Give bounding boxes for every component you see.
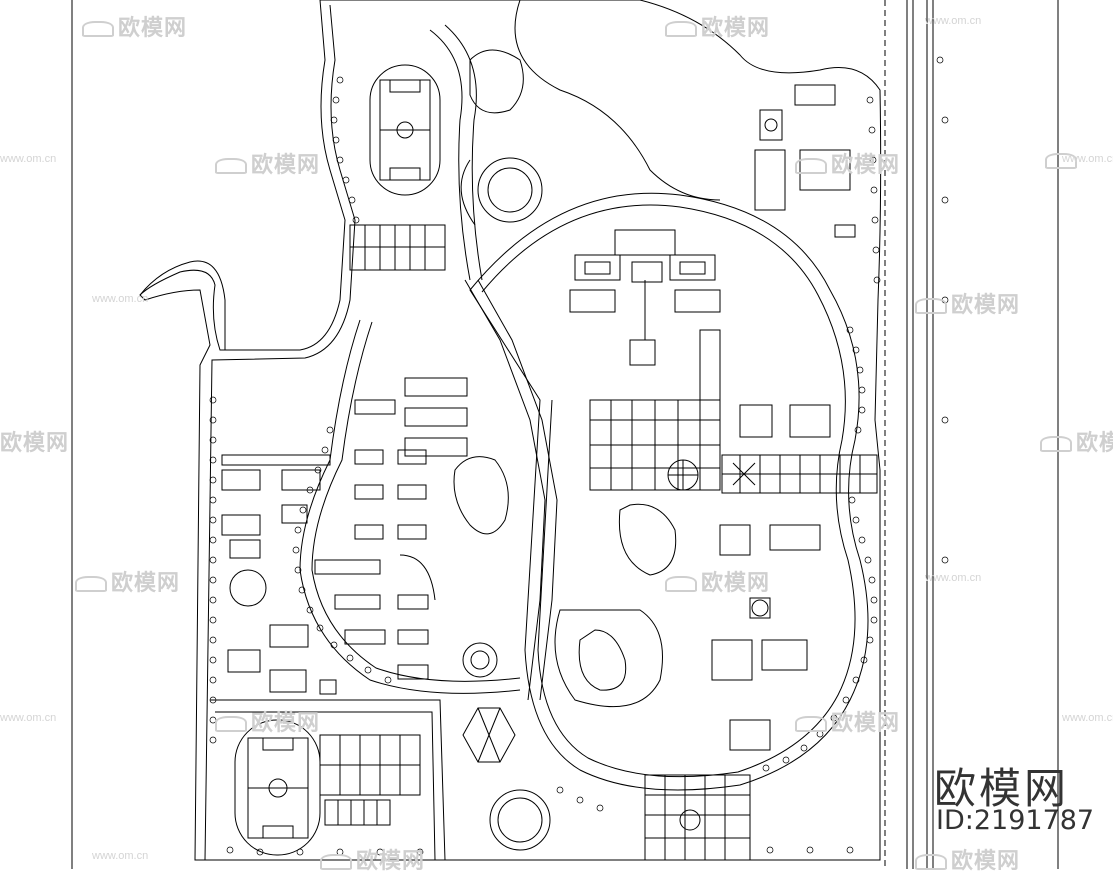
watermark-url: www.om.cn	[92, 850, 149, 862]
watermark-logo-icon	[75, 576, 107, 593]
watermark: 欧模网	[1040, 425, 1113, 457]
admin-complex	[569, 229, 721, 401]
courts-north	[349, 224, 446, 271]
south-grid-plaza	[644, 774, 751, 861]
watermark-url: www.om.cn	[92, 293, 149, 305]
east-pergola	[721, 454, 878, 494]
courts-south	[319, 734, 421, 826]
watermark	[1045, 147, 1081, 173]
watermark-url: www.om.cn	[1062, 712, 1113, 724]
watermark-logo-icon	[915, 298, 947, 315]
watermark-logo-icon	[915, 854, 947, 871]
north-circular-plaza	[460, 157, 543, 226]
south-road-2	[215, 711, 436, 861]
trees-ring	[762, 326, 878, 772]
campus-boundary	[139, 0, 882, 861]
west-dorms	[221, 454, 337, 695]
watermark: 欧模网	[320, 843, 425, 875]
east-garden	[618, 503, 677, 576]
central-pond	[453, 456, 509, 535]
north-road	[429, 29, 471, 281]
west-annex	[139, 260, 226, 350]
watermark: 欧模网	[215, 705, 320, 737]
south-garden	[554, 609, 663, 708]
watermark: 欧模网	[215, 147, 320, 179]
watermark: 欧模网	[75, 565, 180, 597]
watermark: 欧模网	[915, 287, 1020, 319]
watermark-logo-icon	[215, 716, 247, 733]
watermark-url: www.om.cn	[925, 572, 982, 584]
watermark-logo-icon	[795, 716, 827, 733]
watermark-logo-icon	[795, 158, 827, 175]
central-grid-plaza	[589, 399, 721, 491]
watermark-logo-icon	[320, 854, 352, 871]
west-ring-road	[299, 319, 521, 694]
teaching-blocks-west	[314, 377, 468, 680]
watermark-logo-icon	[82, 21, 114, 38]
south-road	[210, 699, 446, 861]
trees-west-edge	[209, 396, 217, 744]
watermark-url: www.om.cn	[1062, 153, 1113, 165]
watermark: 欧模网	[915, 843, 1020, 875]
watermark-logo-icon	[665, 576, 697, 593]
watermark: 欧模网	[665, 10, 770, 42]
watermark: 欧模网	[82, 10, 187, 42]
watermark-logo-icon	[215, 158, 247, 175]
north-sports-field	[369, 64, 441, 196]
south-pond	[578, 629, 627, 691]
watermark: 欧模网	[0, 430, 70, 455]
north-road-2	[444, 24, 483, 281]
main-diagonal-road-2	[477, 279, 558, 701]
west-ring-road-inner	[311, 321, 521, 682]
northwest-garden	[469, 49, 524, 114]
watermark-logo-icon	[1040, 436, 1072, 453]
watermark-logo-icon	[1045, 153, 1077, 170]
east-ring-road-inner	[481, 204, 856, 778]
south-sports-field	[234, 719, 321, 856]
east-ring-road	[469, 192, 869, 791]
watermark: 欧模网	[795, 705, 900, 737]
asset-id-label: ID:2191787	[936, 805, 1095, 836]
watermark: 欧模网	[665, 565, 770, 597]
south-round-plaza	[489, 789, 551, 851]
brand-logo-text: 欧模网	[934, 764, 1070, 813]
watermark-url: www.om.cn	[925, 15, 982, 27]
campus-boundary-inner	[204, 4, 356, 861]
central-round-plaza	[462, 642, 498, 678]
north-winding-path	[514, 0, 721, 201]
east-teaching-blocks	[711, 404, 831, 751]
trees-west-ring	[292, 426, 392, 684]
watermark-logo-icon	[665, 21, 697, 38]
watermark-url: www.om.cn	[0, 712, 57, 724]
main-diagonal-road	[464, 279, 546, 701]
watermark: 欧模网	[795, 147, 900, 179]
watermark-url: www.om.cn	[0, 153, 57, 165]
trees-north-edge	[330, 56, 949, 564]
east-highway	[884, 0, 934, 869]
